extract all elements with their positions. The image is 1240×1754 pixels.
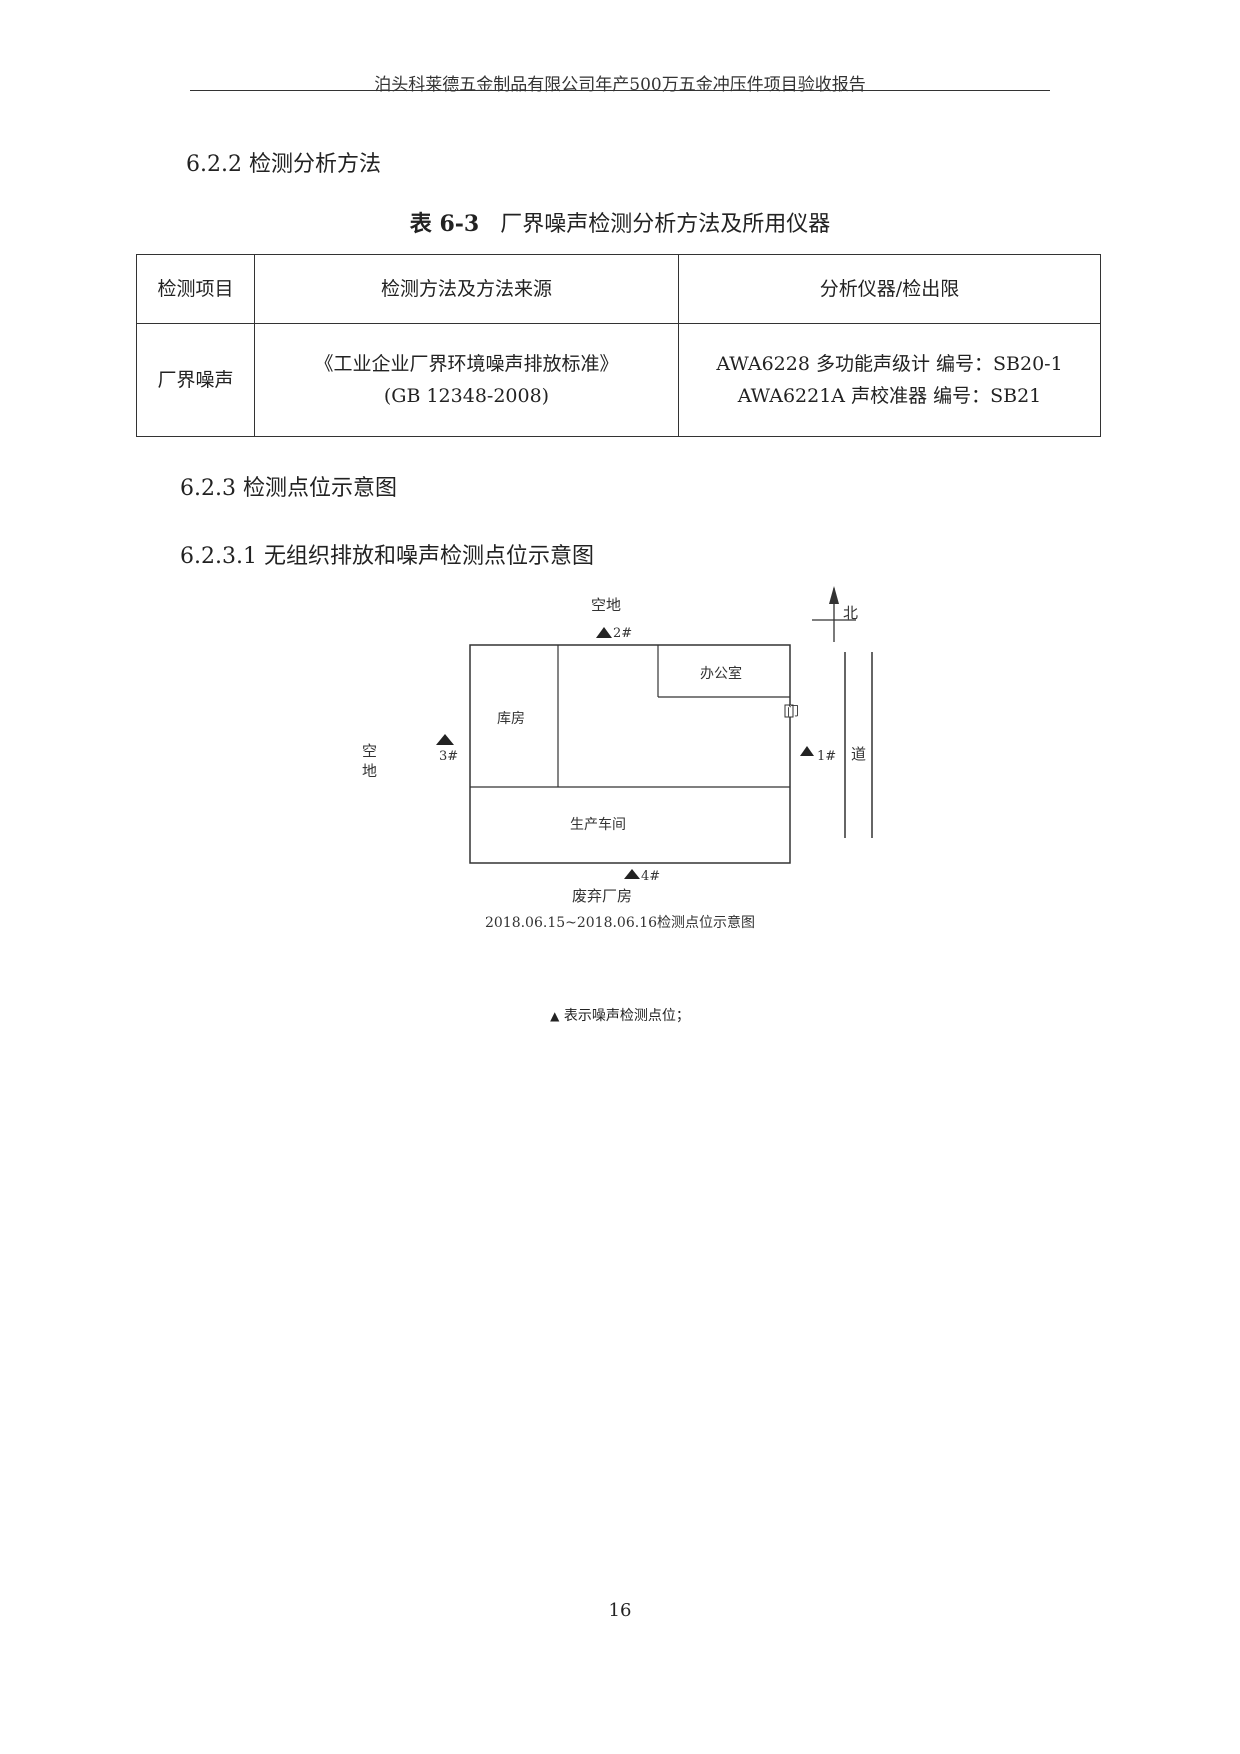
- table-cell-item: 厂界噪声: [136, 323, 255, 437]
- noise-point-4-triangle-icon: [624, 869, 640, 879]
- method-line-1: 《工业企业厂界环境噪声排放标准》: [314, 353, 619, 375]
- table-header-cell: 检测项目: [136, 254, 255, 324]
- table-cell-method: 《工业企业厂界环境噪声排放标准》 (GB 12348-2008): [254, 323, 679, 437]
- north-label: 北: [843, 604, 859, 622]
- map-caption: 2018.06.15~2018.06.16检测点位示意图: [484, 915, 756, 931]
- table-header-row: 检测项目 检测方法及方法来源 分析仪器/检出限: [136, 254, 1101, 324]
- instrument-line-2: AWA6221A 声校准器 编号：SB21: [737, 385, 1042, 407]
- warehouse-label: 库房: [497, 711, 525, 727]
- bottom-area-label: 废弃厂房: [572, 887, 633, 905]
- table-header-cell: 检测方法及方法来源: [254, 254, 679, 324]
- top-area-label: 空地: [591, 596, 622, 614]
- table-caption-title: 厂界噪声检测分析方法及所用仪器: [500, 212, 831, 237]
- legend: ▲ 表示噪声检测点位；: [0, 1005, 1240, 1025]
- method-line-2: (GB 12348-2008): [383, 385, 550, 407]
- table-header-cell: 分析仪器/检出限: [678, 254, 1101, 324]
- door-icon: [784, 704, 794, 718]
- noise-point-1-label: 1#: [817, 749, 837, 764]
- office-label: 办公室: [700, 666, 742, 682]
- section-heading-6-2-3-1: 6.2.3.1 无组织排放和噪声检测点位示意图: [180, 544, 594, 569]
- table-caption-number: 表 6-3: [409, 211, 480, 237]
- left-area-label-2: 地: [362, 762, 378, 780]
- noise-point-1-triangle-icon: [800, 746, 814, 756]
- page-number: 16: [608, 1600, 632, 1621]
- legend-triangle-icon: ▲: [550, 1009, 560, 1023]
- instrument-line-1: AWA6228 多功能声级计 编号：SB20-1: [716, 353, 1063, 375]
- header-rule: [190, 90, 1050, 91]
- section-heading-6-2-2: 6.2.2 检测分析方法: [186, 152, 381, 177]
- method-table: 检测项目 检测方法及方法来源 分析仪器/检出限 厂界噪声 《工业企业厂界环境噪声…: [136, 254, 1101, 437]
- noise-point-3-label: 3#: [439, 749, 459, 764]
- table-caption: 表 6-3 厂界噪声检测分析方法及所用仪器: [0, 206, 1240, 238]
- noise-point-4-label: 4#: [641, 869, 661, 884]
- section-heading-6-2-3: 6.2.3 检测点位示意图: [180, 476, 397, 501]
- workshop-label: 生产车间: [570, 817, 626, 833]
- plant-outline: [469, 644, 791, 864]
- legend-text: 表示噪声检测点位；: [563, 1008, 690, 1024]
- noise-point-3-triangle-icon: [436, 734, 454, 745]
- door-label: 门: [787, 704, 800, 718]
- table-cell-instrument: AWA6228 多功能声级计 编号：SB20-1 AWA6221A 声校准器 编…: [678, 323, 1101, 437]
- monitoring-site-map: [436, 586, 873, 879]
- road-label: 道: [851, 745, 867, 763]
- north-arrow-icon: [829, 586, 839, 604]
- table-row: 厂界噪声 《工业企业厂界环境噪声排放标准》 (GB 12348-2008) AW…: [136, 323, 1101, 437]
- noise-point-2-label: 2#: [613, 626, 633, 641]
- noise-point-2-triangle-icon: [596, 627, 612, 638]
- left-area-label-1: 空: [362, 742, 378, 760]
